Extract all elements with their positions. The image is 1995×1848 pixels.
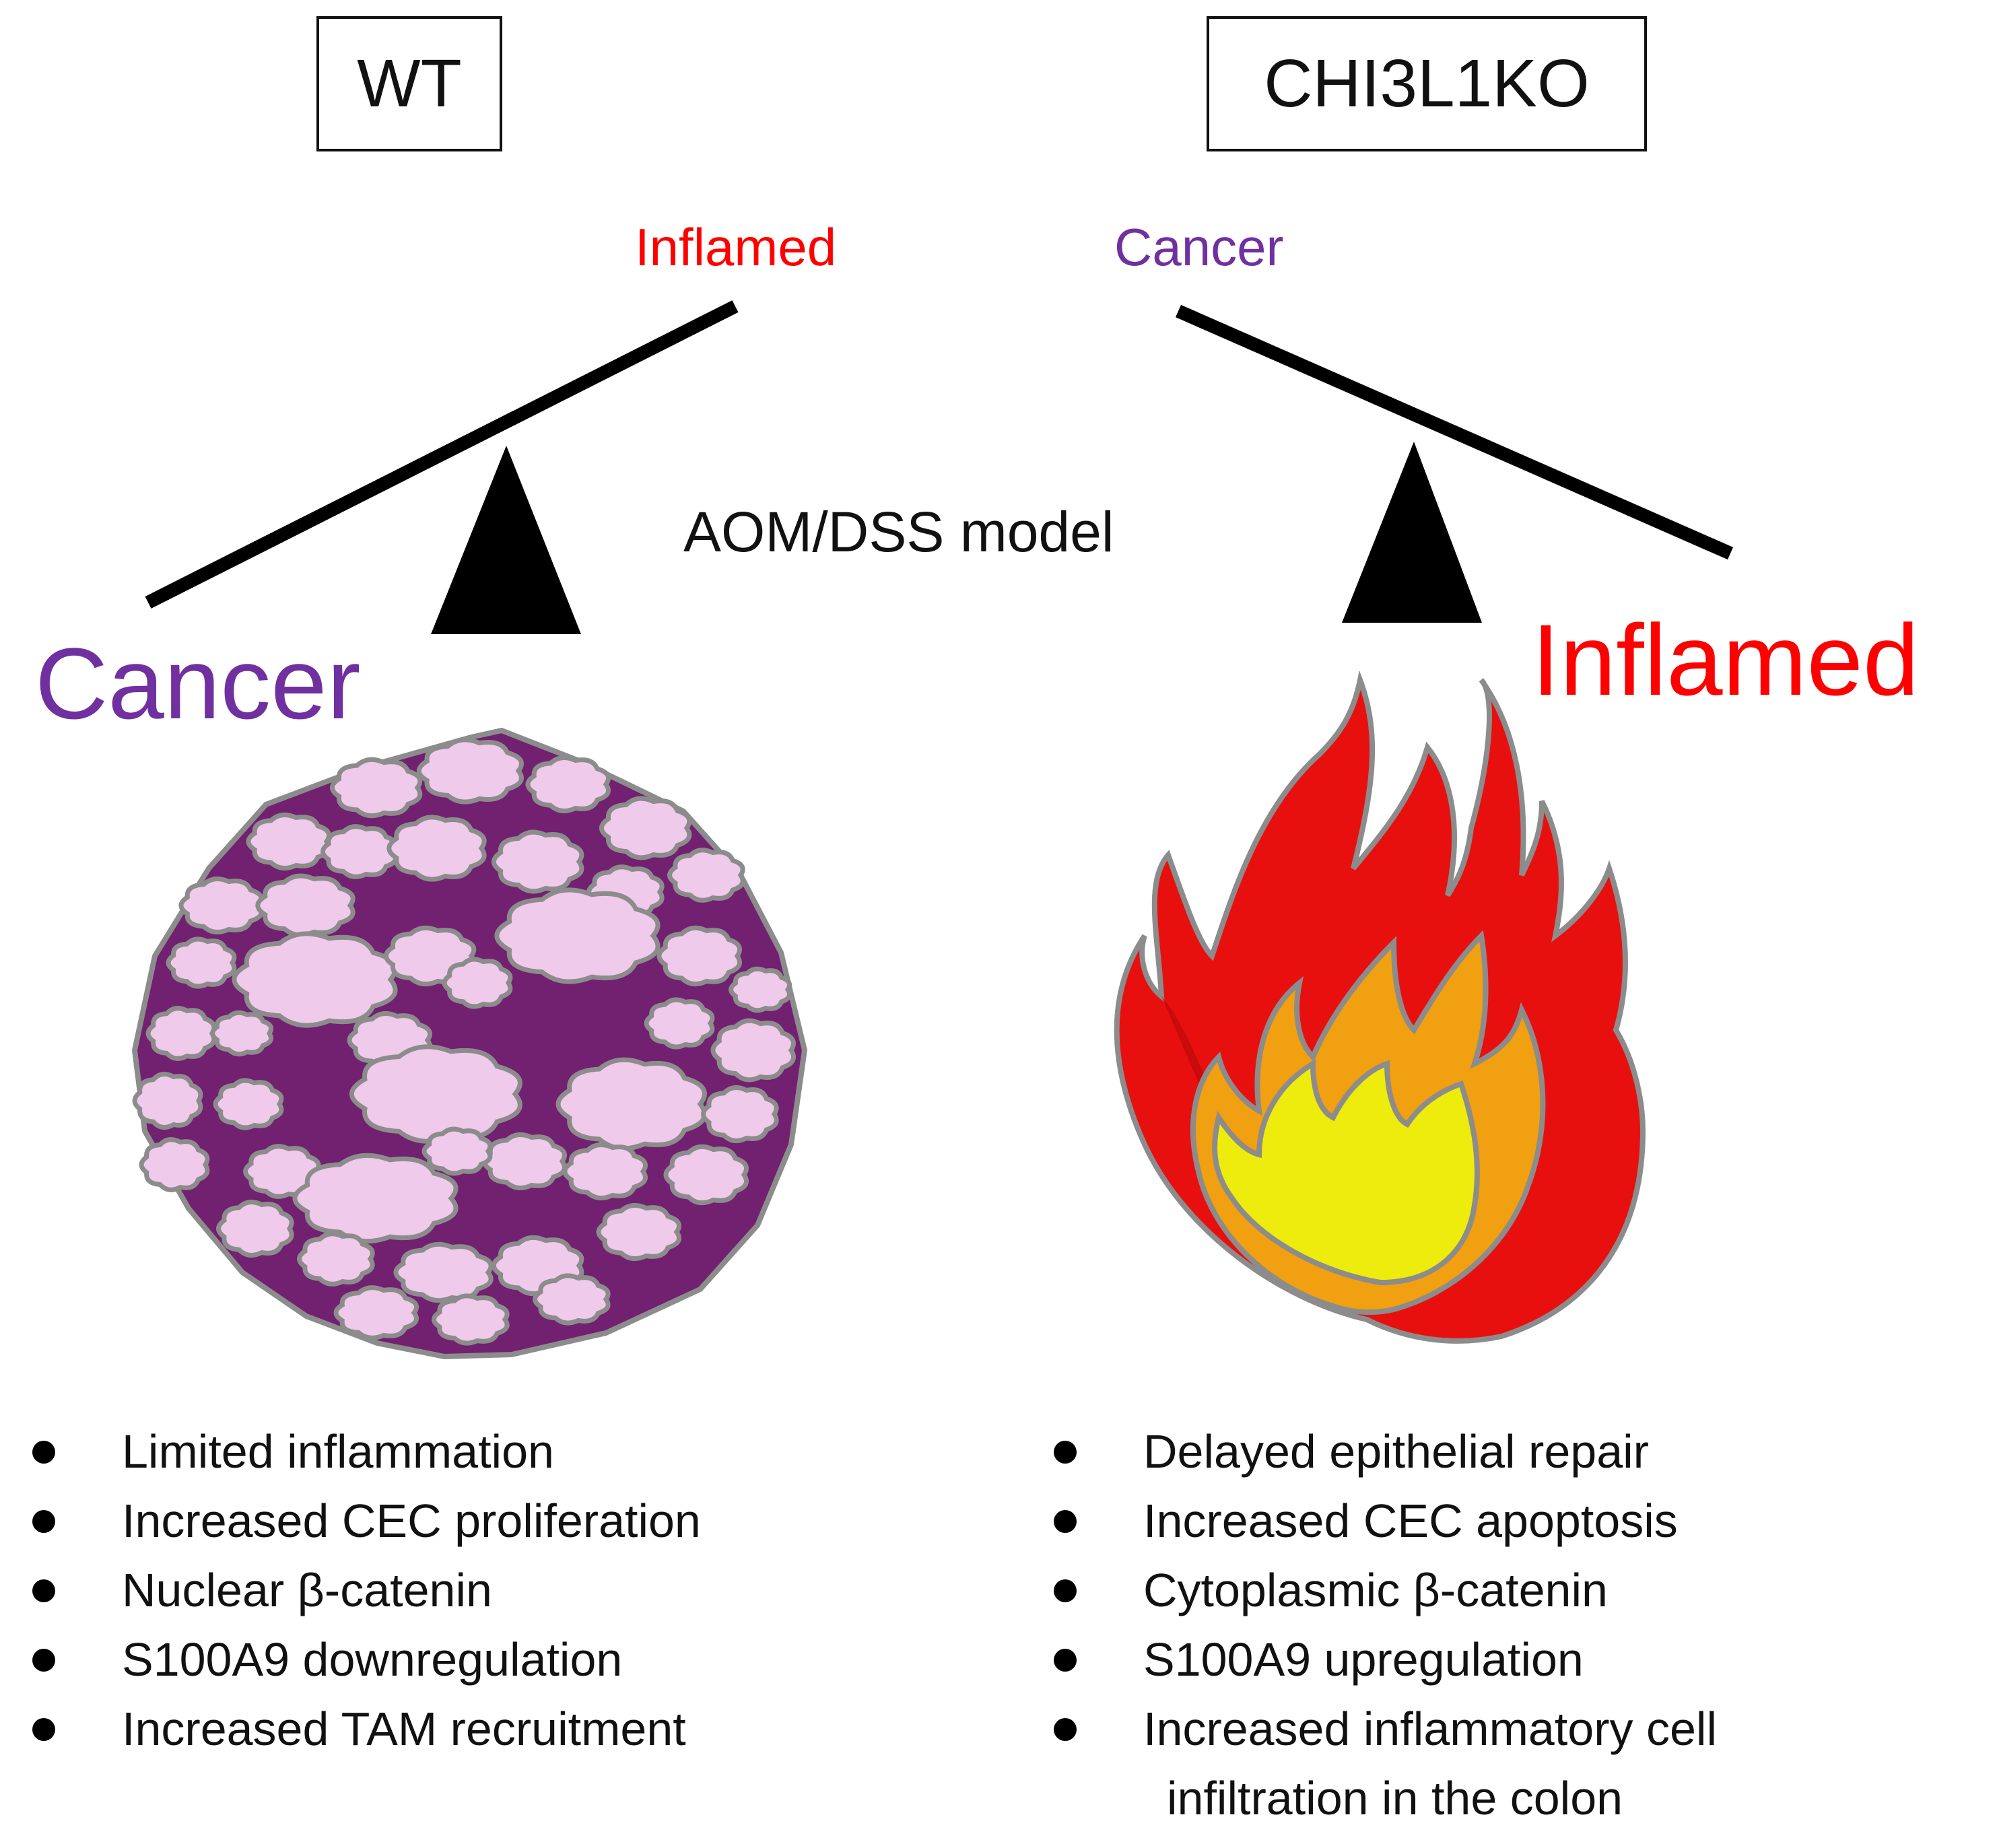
tumor-cell [442, 957, 513, 1009]
tumor-cell [386, 815, 487, 882]
left-fulcrum-triangle-icon [431, 446, 581, 634]
list-item-text: Nuclear β-catenin [122, 1564, 492, 1616]
group-label-wt-text: WT [357, 46, 462, 121]
tumor-cell [599, 796, 692, 860]
list-item-text: Limited inflammation [122, 1425, 554, 1478]
bullet-dot-icon [32, 1649, 55, 1672]
tumor-cell [349, 1044, 522, 1144]
tumor-cell [166, 936, 237, 989]
tumor-cell [432, 1293, 510, 1346]
bullet-dot-icon [1054, 1441, 1077, 1464]
tumor-cell [255, 873, 356, 938]
tumor-cell [729, 966, 792, 1013]
tumor-cell [596, 1202, 681, 1262]
group-label-chi3l1ko-text: CHI3L1KO [1264, 46, 1590, 121]
group-label-chi3l1ko: CHI3L1KO [1207, 16, 1647, 151]
right-outcome-label: Inflamed [1532, 603, 1920, 716]
tumor-cell [555, 1057, 707, 1151]
tumor-cell [667, 848, 745, 903]
tumor-cell [533, 1273, 611, 1326]
list-item-text: Increased TAM recruitment [122, 1703, 686, 1755]
bullet-dot-icon [1054, 1510, 1077, 1533]
list-item-text: S100A9 upregulation [1143, 1633, 1584, 1686]
tumor-cell [139, 1137, 210, 1192]
tumor-cell [710, 1018, 796, 1083]
flame-inner [1212, 1058, 1480, 1286]
bullet-dot-icon [1054, 1649, 1077, 1672]
bullet-dot-icon [32, 1718, 55, 1741]
list-item-text: Increased inflammatory cell [1143, 1703, 1717, 1755]
center-model-label: AOM/DSS model [683, 500, 1114, 563]
tumor-cell [178, 876, 264, 935]
tumor-cell [656, 925, 742, 987]
tumor-cell [701, 1085, 779, 1144]
list-item-text-continued: infiltration in the colon [1167, 1772, 1623, 1824]
list-item-text: Cytoplasmic β-catenin [1143, 1564, 1608, 1616]
bullet-dot-icon [1054, 1718, 1077, 1741]
flame-icon [1114, 670, 1646, 1344]
tumor-cell [491, 829, 584, 894]
right-fulcrum-triangle-icon [1342, 442, 1482, 623]
tumor-cell [562, 1142, 648, 1201]
left-balance-beam [145, 300, 739, 609]
tumor-cell [145, 1006, 217, 1061]
tumor-cell [329, 757, 423, 819]
left-balance-upper-label: Inflamed [635, 217, 837, 277]
tumor-cell [132, 1071, 203, 1130]
list-item-text: Delayed epithelial repair [1143, 1425, 1649, 1478]
bullet-dot-icon [32, 1441, 55, 1464]
right-balance-beam [1175, 304, 1734, 560]
tumor-cell [393, 1241, 494, 1303]
tumor-cell [213, 1078, 284, 1130]
tumor-cell [644, 997, 715, 1050]
tumor-cell [216, 1199, 294, 1258]
right-balance-upper-label: Cancer [1114, 217, 1284, 277]
tumor-cell [292, 1153, 459, 1244]
tumor-cell [333, 1285, 419, 1340]
tumor-cell [416, 737, 524, 805]
tumor-cell [663, 1144, 749, 1206]
tumor-cell [481, 1132, 567, 1191]
tumor-cell [297, 1231, 375, 1287]
tumor-cell [421, 1126, 493, 1176]
bullet-dot-icon [32, 1579, 55, 1602]
list-item-text: S100A9 downregulation [122, 1633, 623, 1686]
tumor-cluster-icon [131, 727, 808, 1360]
list-item-text: Increased CEC apoptosis [1143, 1495, 1678, 1547]
tumor-cell [494, 887, 661, 984]
tumor-cell [320, 824, 399, 879]
bullet-dot-icon [32, 1510, 55, 1533]
list-item-text: Increased CEC proliferation [122, 1495, 701, 1547]
left-outcome-label: Cancer [35, 627, 361, 740]
group-label-wt: WT [316, 16, 502, 151]
tumor-cell [525, 755, 611, 814]
tumor-cell [246, 812, 331, 871]
tumor-cell [232, 931, 398, 1028]
bullet-dot-icon [1054, 1579, 1077, 1602]
tumor-cell [210, 1010, 273, 1057]
tumor-cells [132, 737, 796, 1346]
